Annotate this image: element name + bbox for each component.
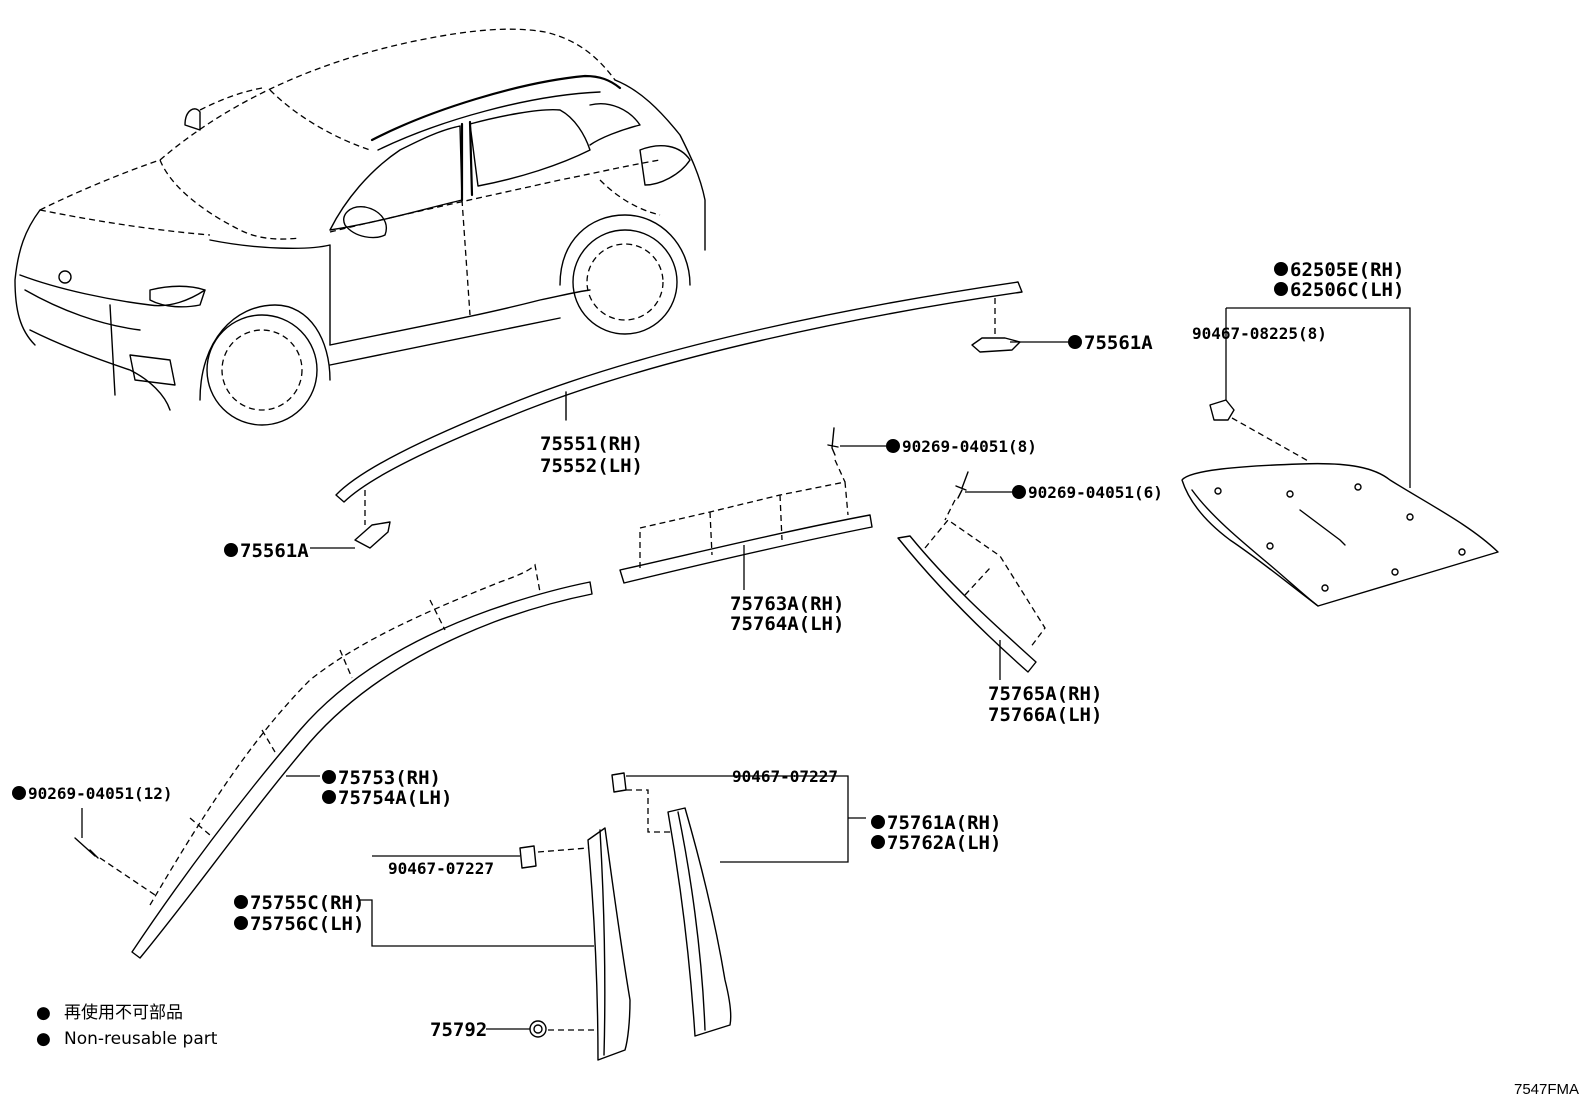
pillar-garnish-75761A (611, 772, 732, 1037)
legend-marker: ● (36, 1029, 51, 1049)
legend-text-jp: 再使用不可部品 (64, 1002, 183, 1023)
vehicle-illustration (14, 28, 706, 426)
part-label-75763A: 75763A(RH) (730, 593, 844, 615)
part-label-75792: 75792 (430, 1019, 487, 1041)
part-label-90467-07227-upper: 90467-07227 (732, 767, 838, 786)
diagram-code: 7547FMA (1514, 1081, 1579, 1098)
part-label-90467-07227-lower: 90467-07227 (388, 859, 494, 878)
part-label-75761A: 75761A(RH) (887, 812, 1001, 834)
molding-75765A (897, 471, 1046, 680)
legend-marker: ● (36, 1003, 51, 1023)
legend-text-en: Non-reusable part (64, 1029, 218, 1049)
part-label-75552: 75552(LH) (540, 455, 643, 477)
part-label-75753: 75753(RH) (338, 767, 441, 789)
part-label-90269-04051-12: 90269-04051(12) (28, 784, 173, 803)
part-label-62506C: 62506C(LH) (1290, 279, 1404, 301)
non-reusable-marker (322, 790, 336, 804)
part-label-90467-08225: 90467-08225(8) (1192, 324, 1327, 343)
non-reusable-marker (12, 786, 26, 800)
part-label-75755C: 75755C(RH) (250, 892, 364, 914)
non-reusable-marker (1274, 282, 1288, 296)
part-label-75766A: 75766A(LH) (988, 704, 1102, 726)
part-label-75764A: 75764A(LH) (730, 613, 844, 635)
quarter-glass-62505E (1181, 399, 1499, 607)
molding-75753 (74, 563, 593, 959)
non-reusable-marker (1012, 485, 1026, 499)
non-reusable-marker (1068, 335, 1082, 349)
molding-75763A (619, 427, 873, 590)
non-reusable-marker (871, 815, 885, 829)
roof-molding-75551 (335, 281, 1023, 549)
part-label-75551: 75551(RH) (540, 433, 643, 455)
non-reusable-marker (234, 916, 248, 930)
part-label-75762A: 75762A(LH) (887, 832, 1001, 854)
non-reusable-marker (234, 895, 248, 909)
part-labels: 75561A 75561A 75551(RH) 75552(LH) 62505E… (12, 259, 1404, 1041)
legend: ● 再使用不可部品 ● Non-reusable part (36, 1002, 218, 1049)
part-label-62505E: 62505E(RH) (1290, 259, 1404, 281)
non-reusable-marker (871, 835, 885, 849)
non-reusable-marker (322, 770, 336, 784)
part-label-90269-04051-8: 90269-04051(8) (902, 437, 1037, 456)
part-label-75561A-left: 75561A (240, 540, 309, 562)
part-label-75765A: 75765A(RH) (988, 683, 1102, 705)
part-label-75754A: 75754A(LH) (338, 787, 452, 809)
part-label-90269-04051-6: 90269-04051(6) (1028, 483, 1163, 502)
part-label-75756C: 75756C(LH) (250, 913, 364, 935)
pillar-garnish-75755C (519, 827, 631, 1061)
part-label-75561A-top: 75561A (1084, 332, 1153, 354)
non-reusable-marker (886, 439, 900, 453)
non-reusable-marker (224, 543, 238, 557)
non-reusable-marker (1274, 262, 1288, 276)
leader-lines (286, 307, 1411, 1030)
